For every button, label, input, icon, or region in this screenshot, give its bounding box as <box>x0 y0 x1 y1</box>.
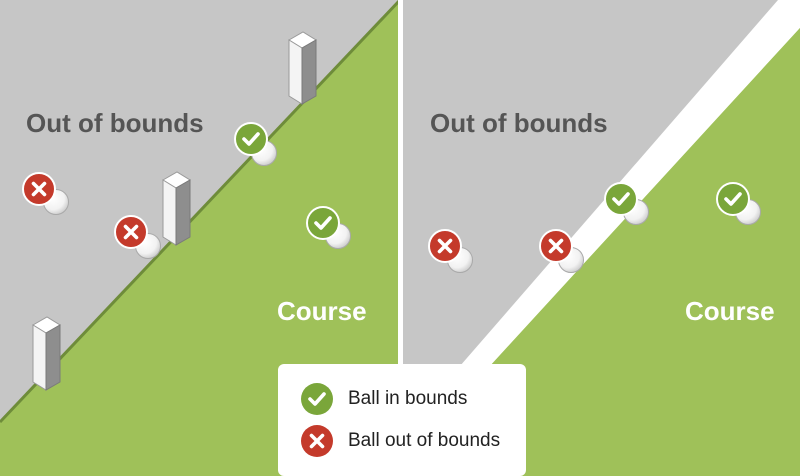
left-course-area <box>0 0 400 476</box>
check-circle-icon <box>301 383 333 415</box>
x-circle-icon <box>114 215 148 249</box>
out-of-bounds-label: Out of bounds <box>26 108 204 138</box>
x-circle-icon <box>539 229 573 263</box>
white-boundary-line <box>460 0 800 366</box>
x-circle-icon <box>301 425 333 457</box>
right-panel: Out of bounds Course <box>403 0 800 476</box>
x-circle-icon <box>22 172 56 206</box>
legend-item-in-bounds: Ball in bounds <box>300 378 526 420</box>
course-label: Course <box>277 296 367 326</box>
course-label: Course <box>685 296 775 326</box>
legend-item-out-of-bounds: Ball out of bounds <box>300 420 526 462</box>
left-boundary-line <box>0 0 402 424</box>
check-circle-icon <box>604 182 638 216</box>
legend-label: Ball out of bounds <box>348 430 501 451</box>
boundary-stake <box>162 171 191 246</box>
check-circle-icon <box>234 122 268 156</box>
x-circle-icon <box>428 229 462 263</box>
legend: Ball in bounds Ball out of bounds <box>278 364 526 476</box>
legend-label: Ball in bounds <box>348 388 468 409</box>
panel-divider <box>398 0 403 476</box>
check-circle-icon <box>716 182 750 216</box>
check-circle-icon <box>306 206 340 240</box>
boundary-stake <box>32 316 61 391</box>
boundary-stake <box>288 31 317 105</box>
out-of-bounds-label: Out of bounds <box>430 108 608 138</box>
left-panel: Out of bounds Course <box>0 0 402 476</box>
